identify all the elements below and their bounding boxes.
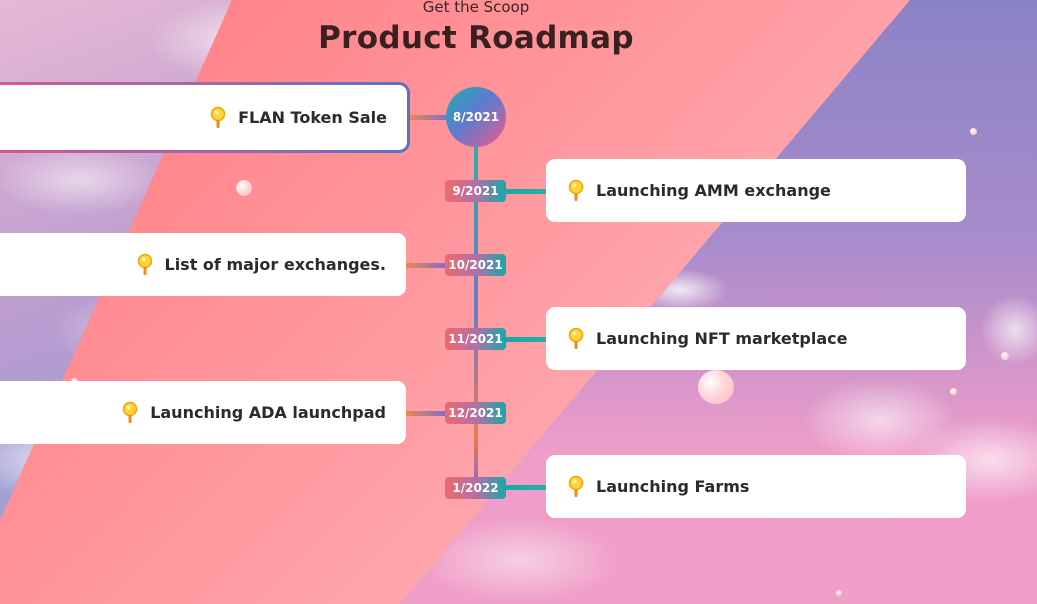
bubble-decoration	[970, 128, 977, 135]
bubble-decoration	[698, 370, 734, 404]
milestone-card[interactable]: List of major exchanges.	[0, 233, 406, 296]
bubble-decoration	[836, 590, 842, 596]
milestone-label: Launching ADA launchpad	[150, 403, 386, 422]
section-subtitle: Get the Scoop	[422, 0, 530, 16]
timeline-connector	[504, 337, 548, 342]
bubble-decoration	[236, 180, 252, 196]
milestone-card[interactable]: Launching AMM exchange	[546, 159, 966, 222]
milestone-card[interactable]: Launching ADA launchpad	[0, 381, 406, 444]
milestone-date: 11/2021	[445, 328, 506, 350]
milestone-label: List of major exchanges.	[164, 255, 387, 274]
lightbulb-icon	[568, 327, 584, 349]
milestone-label: FLAN Token Sale	[238, 108, 387, 127]
milestone-label: Launching AMM exchange	[596, 181, 831, 200]
milestone-date: 9/2021	[445, 180, 506, 202]
timeline-connector	[406, 115, 450, 120]
timeline-connector	[404, 411, 448, 416]
lightbulb-icon	[568, 475, 584, 497]
bubble-decoration	[1001, 352, 1009, 360]
milestone-date: 8/2021	[446, 87, 506, 147]
milestone-card[interactable]: Launching Farms	[546, 455, 966, 518]
bubble-decoration	[950, 388, 957, 395]
timeline-connector	[504, 485, 548, 490]
lightbulb-icon	[122, 401, 138, 423]
timeline-connector	[404, 263, 448, 268]
milestone-label: Launching NFT marketplace	[596, 329, 848, 348]
milestone-card[interactable]: FLAN Token Sale	[0, 82, 410, 153]
timeline-connector	[504, 189, 548, 194]
milestone-date: 1/2022	[445, 477, 506, 499]
milestone-date: 10/2021	[445, 254, 506, 276]
lightbulb-icon	[568, 179, 584, 201]
milestone-date: 12/2021	[445, 402, 506, 424]
lightbulb-icon	[210, 106, 226, 128]
lightbulb-icon	[137, 253, 152, 275]
page-title: Product Roadmap	[318, 20, 634, 56]
milestone-label: Launching Farms	[596, 477, 750, 496]
milestone-card[interactable]: Launching NFT marketplace	[546, 307, 966, 370]
timeline-spine	[474, 130, 478, 490]
